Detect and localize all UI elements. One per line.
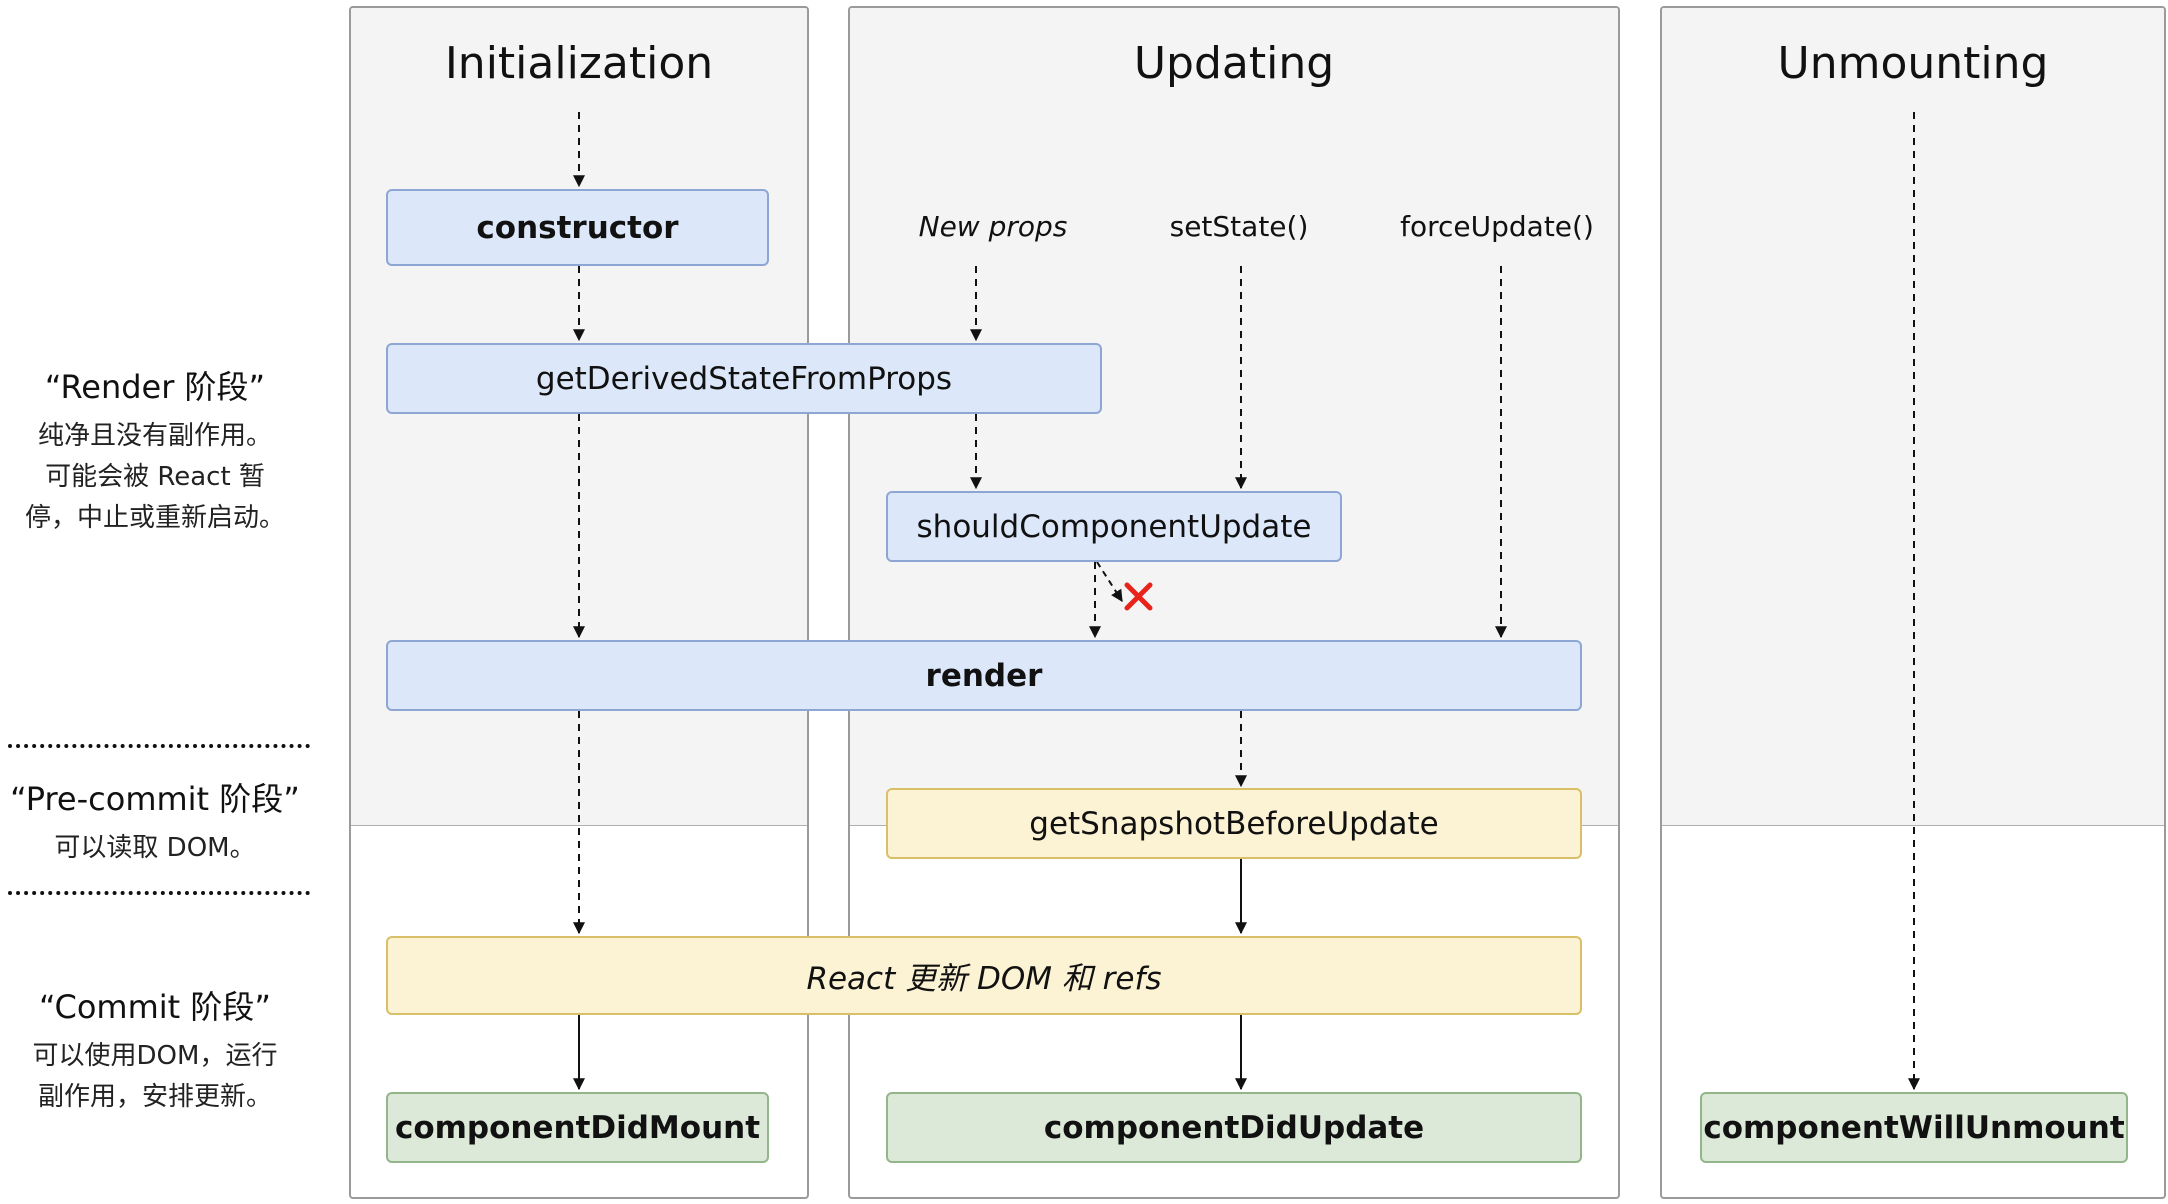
render-phase-title: “Render 阶段” <box>44 368 266 406</box>
updating-title: Updating <box>1133 38 1335 89</box>
pre-commit-phase-title: “Pre-commit 阶段” <box>10 780 300 818</box>
cancel-icon <box>1124 582 1153 611</box>
unmounting-title: Unmounting <box>1777 38 2049 89</box>
initialization-title: Initialization <box>444 38 714 89</box>
component-did-mount-box: componentDidMount <box>386 1092 769 1163</box>
render-phase-label: “Render 阶段” 纯净且没有副作用。 可能会被 React 暂 停，中止或… <box>0 362 310 539</box>
commit-phase-title: “Commit 阶段” <box>39 988 271 1026</box>
get-snapshot-before-update-box: getSnapshotBeforeUpdate <box>886 788 1582 859</box>
new-props-label: New props <box>918 210 1068 243</box>
commit-phase-description: 可以使用DOM，运行 副作用，安排更新。 <box>32 1041 278 1112</box>
arrow-scu-cancel <box>1096 561 1123 603</box>
phase-divider <box>8 744 310 748</box>
react-updates-dom-box: React 更新 DOM 和 refs <box>386 936 1582 1015</box>
render-box: render <box>386 640 1582 711</box>
force-update-label: forceUpdate() <box>1400 210 1594 243</box>
phase-divider <box>8 891 310 895</box>
set-state-label: setState() <box>1169 210 1309 243</box>
constructor-box: constructor <box>386 189 769 266</box>
render-phase-description: 纯净且没有副作用。 可能会被 React 暂 停，中止或重新启动。 <box>24 421 285 533</box>
should-component-update-box: shouldComponentUpdate <box>886 491 1342 562</box>
component-will-unmount-box: componentWillUnmount <box>1700 1092 2128 1163</box>
pre-commit-phase-label: “Pre-commit 阶段” 可以读取 DOM。 <box>0 774 310 869</box>
component-did-update-box: componentDidUpdate <box>886 1092 1582 1163</box>
pre-commit-phase-description: 可以读取 DOM。 <box>54 833 256 863</box>
commit-phase-label: “Commit 阶段” 可以使用DOM，运行 副作用，安排更新。 <box>0 982 310 1118</box>
get-derived-state-from-props-box: getDerivedStateFromProps <box>386 343 1102 414</box>
